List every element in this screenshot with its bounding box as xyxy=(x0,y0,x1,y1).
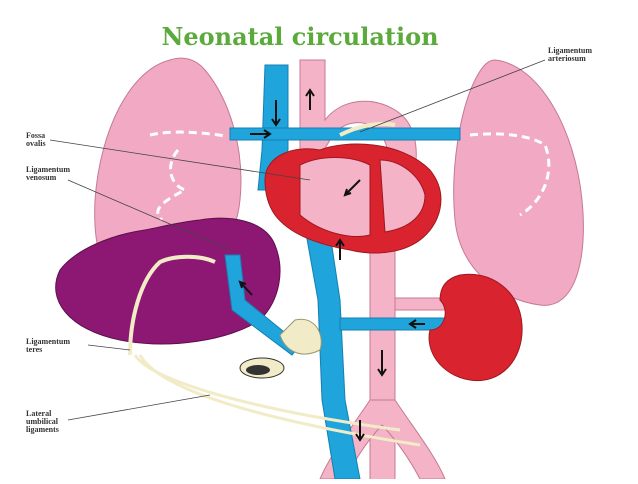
label-ligamentum-venosum: Ligamentum venosum xyxy=(26,165,70,182)
liver xyxy=(55,217,281,345)
label-lateral-umbilical-ligaments: Lateral umbilical ligaments xyxy=(26,409,59,434)
umbilical-stump xyxy=(279,318,322,355)
label-ligamentum-arteriosum: Ligamentum arteriosum xyxy=(548,46,592,63)
ligamentum-arteriosum xyxy=(339,121,396,137)
renal-vein xyxy=(339,317,446,331)
right-lung xyxy=(453,59,584,306)
flow-arrow xyxy=(343,179,361,197)
renal-artery xyxy=(394,297,446,311)
flow-arrow xyxy=(250,129,272,139)
right-lung-airflow xyxy=(469,132,551,217)
leader-lateral-umbilical xyxy=(67,394,211,421)
leader-ligamentum-venosum xyxy=(67,179,231,251)
leader-ligamentum-arteriosum xyxy=(359,59,546,133)
kidney xyxy=(428,273,523,382)
diagram-title: Neonatal circulation xyxy=(161,22,439,51)
flow-arrow xyxy=(355,420,365,442)
flow-arrow xyxy=(305,88,315,110)
label-ligamentum-teres: Ligamentum teres xyxy=(26,337,70,354)
flow-arrows xyxy=(238,88,425,442)
flow-arrow xyxy=(271,100,281,127)
leader-fossa-ovalis xyxy=(49,139,311,181)
label-fossa-ovalis: Fossa ovalis xyxy=(26,131,46,148)
ligamentum-teres xyxy=(128,254,216,356)
leader-lines xyxy=(49,59,546,421)
flow-arrow xyxy=(408,319,425,329)
aorta xyxy=(299,59,417,481)
flow-arrow xyxy=(377,350,387,377)
flow-arrow xyxy=(238,280,253,296)
leader-ligamentum-teres xyxy=(87,344,131,351)
umbilical-cord-lumen xyxy=(246,365,270,375)
flow-arrow xyxy=(335,238,345,260)
left-lung-airflow xyxy=(149,130,226,222)
heart-chambers xyxy=(299,157,426,237)
